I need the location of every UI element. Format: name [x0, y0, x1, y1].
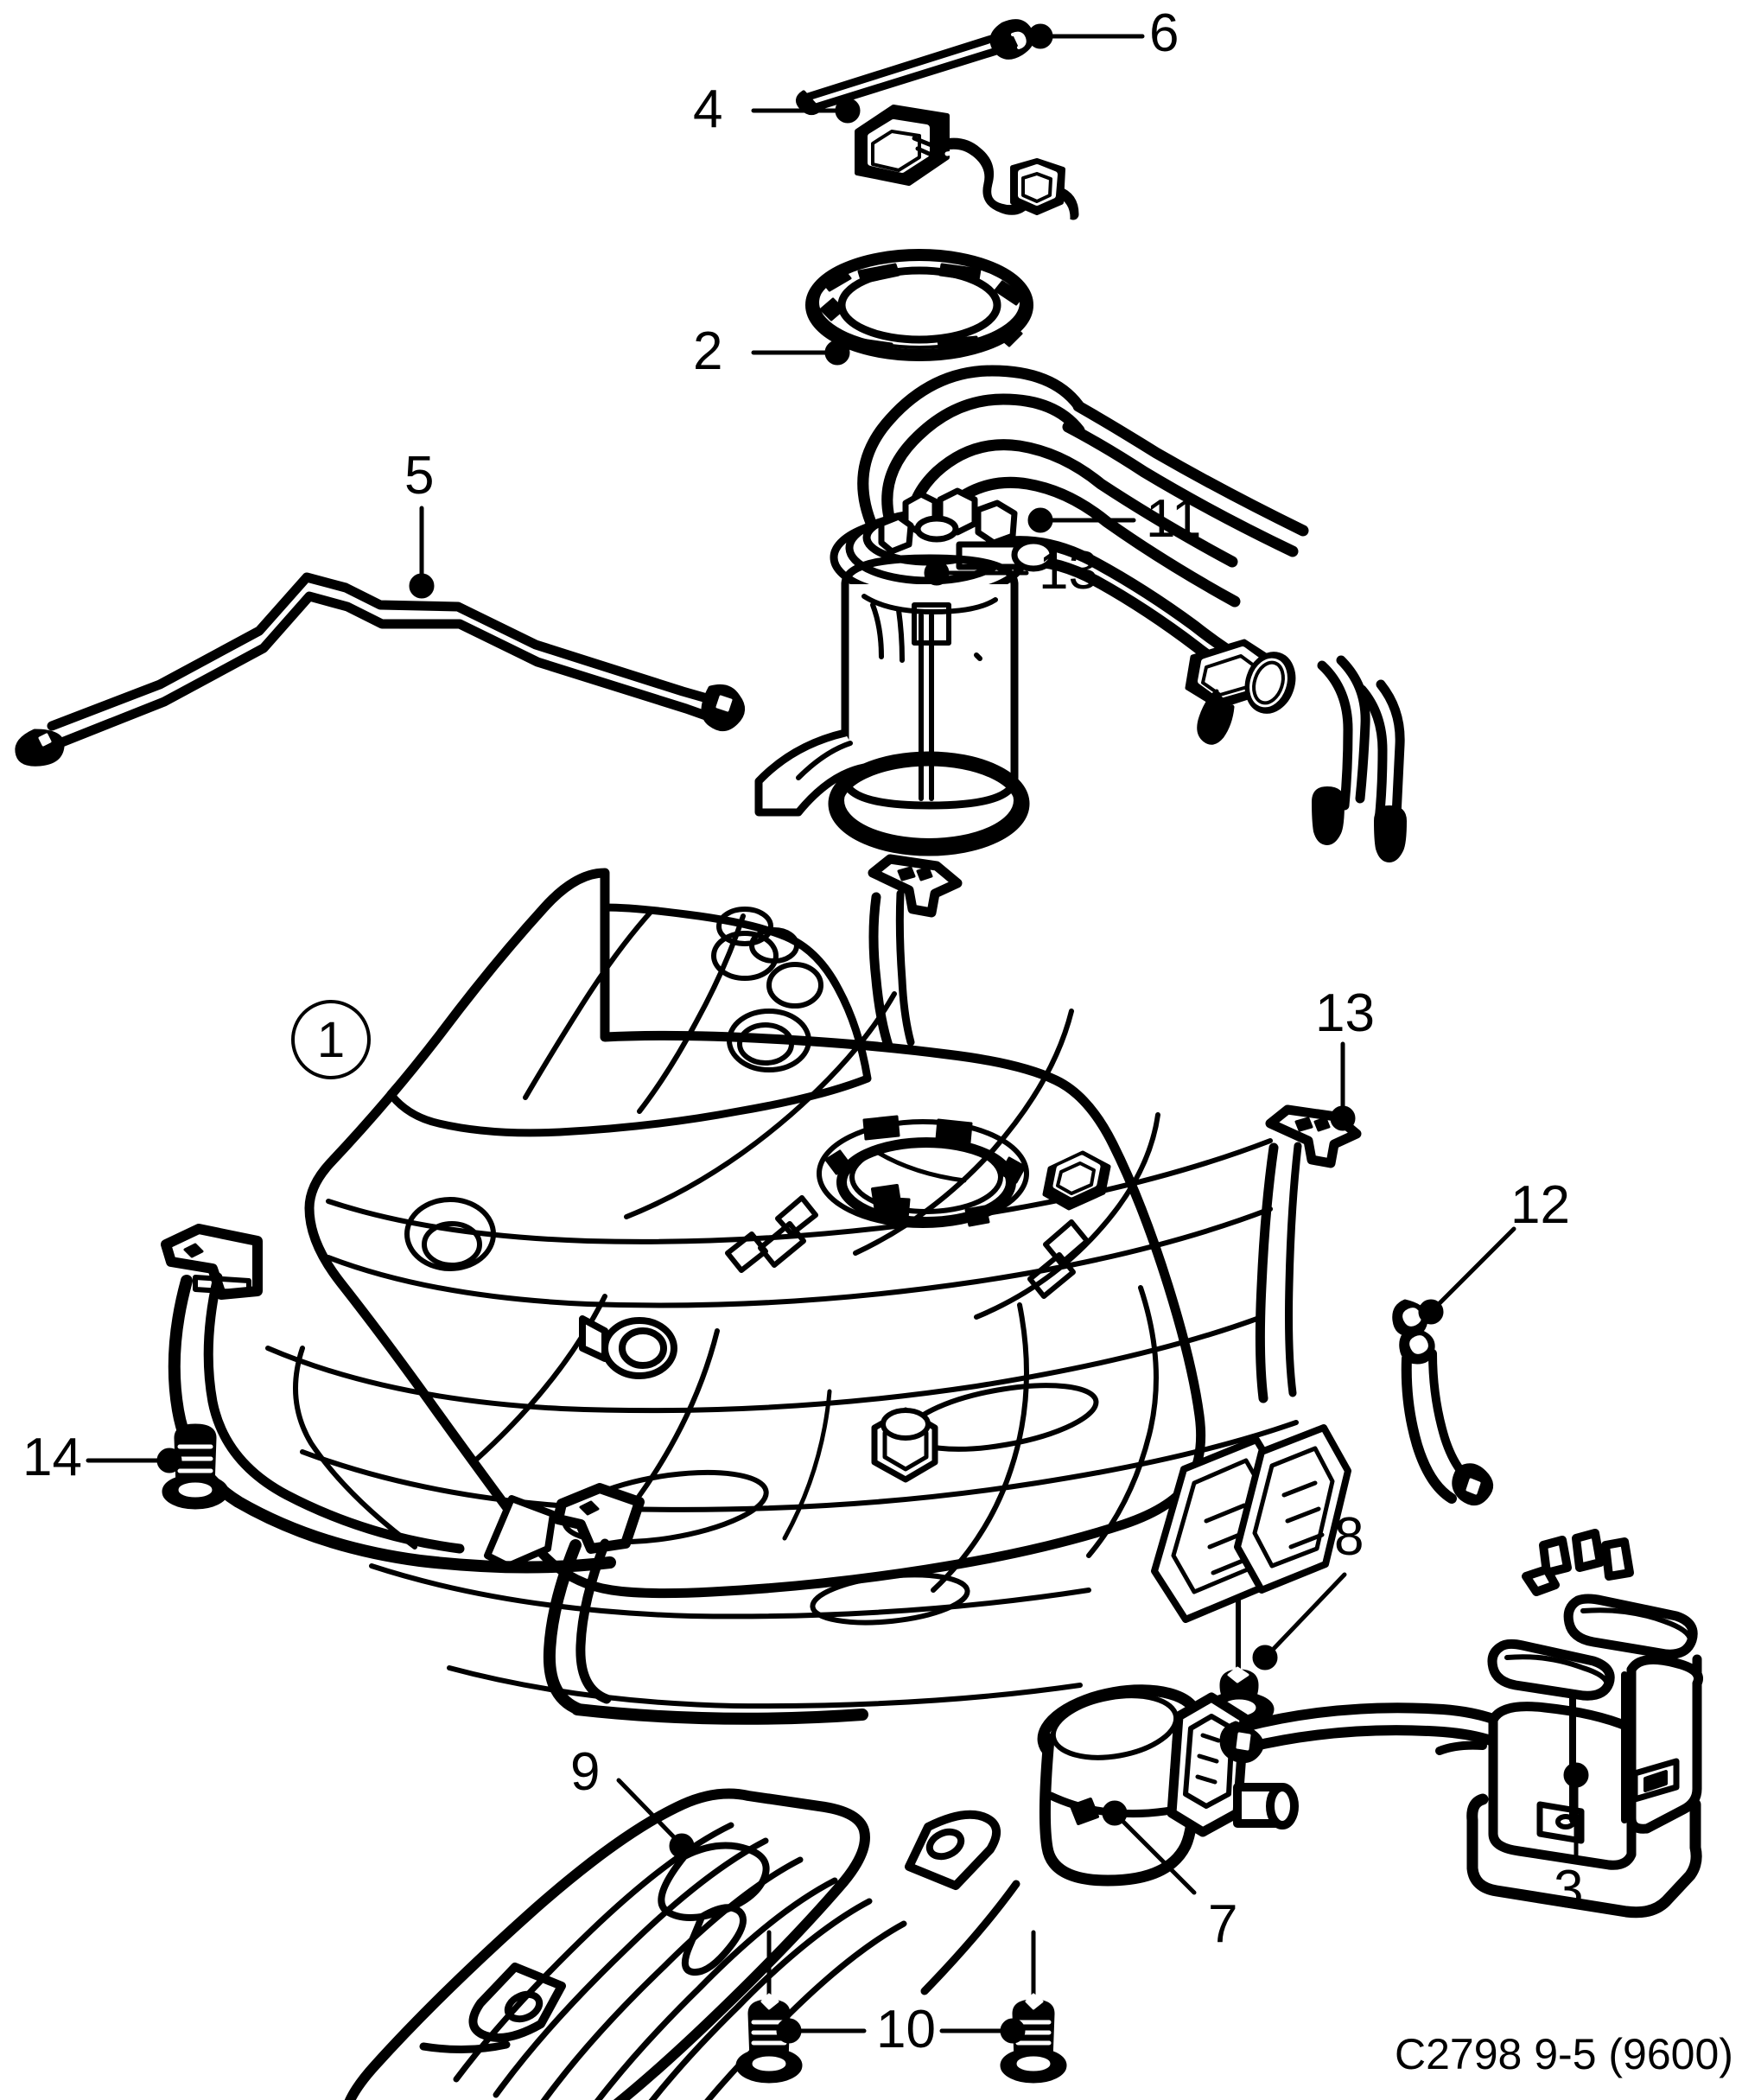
fuel-pump-lock-ring-part — [805, 249, 1033, 361]
callout-4: 4 — [693, 80, 723, 139]
fuel-pump-module-part — [754, 365, 1407, 862]
charcoal-canister-part — [1435, 1529, 1703, 1919]
callout-1-circled: 1 — [291, 1000, 371, 1079]
callout-2: 2 — [693, 321, 723, 381]
callout-6: 6 — [1149, 3, 1179, 63]
heat-shield-bolt-left-part — [735, 1930, 803, 2084]
heat-shield-bolt-right-part — [1000, 1930, 1067, 2084]
tank-strap-bracket-right-part — [1255, 1104, 1362, 1403]
leader-lines — [86, 23, 1589, 2044]
wiring-connector-part — [855, 105, 1079, 220]
strap-bolt-part — [162, 1423, 229, 1510]
tank-strap-bracket-center-part — [868, 854, 963, 1051]
callout-10: 10 — [876, 2000, 936, 2059]
purge-valve-solenoid-part — [1037, 1684, 1299, 1887]
vent-valve-bracket-part — [1392, 1299, 1493, 1505]
callout-3: 3 — [1554, 1860, 1584, 1919]
callout-11: 11 — [1146, 489, 1202, 549]
callout-5: 5 — [404, 446, 435, 506]
callout-7: 7 — [1208, 1894, 1238, 1954]
callout-12: 12 — [1510, 1175, 1570, 1235]
callout-13-right: 13 — [1315, 983, 1375, 1043]
diagram-caption: C2798 9-5 (9600) — [1395, 2030, 1733, 2078]
sealing-o-ring-part — [828, 751, 1030, 856]
fuel-tank-part — [265, 868, 1351, 1709]
tank-strap-bottom-part — [543, 1483, 868, 1725]
callout-13-center: 13 — [1039, 541, 1098, 601]
callout-14: 14 — [22, 1428, 82, 1487]
callout-1-label: 1 — [316, 1011, 346, 1068]
callout-9: 9 — [570, 1742, 601, 1802]
tank-strap-left-part — [161, 1224, 616, 1574]
fuel-line-hose-part — [15, 572, 745, 767]
callout-8: 8 — [1334, 1507, 1364, 1567]
cable-tie-part — [796, 19, 1034, 115]
